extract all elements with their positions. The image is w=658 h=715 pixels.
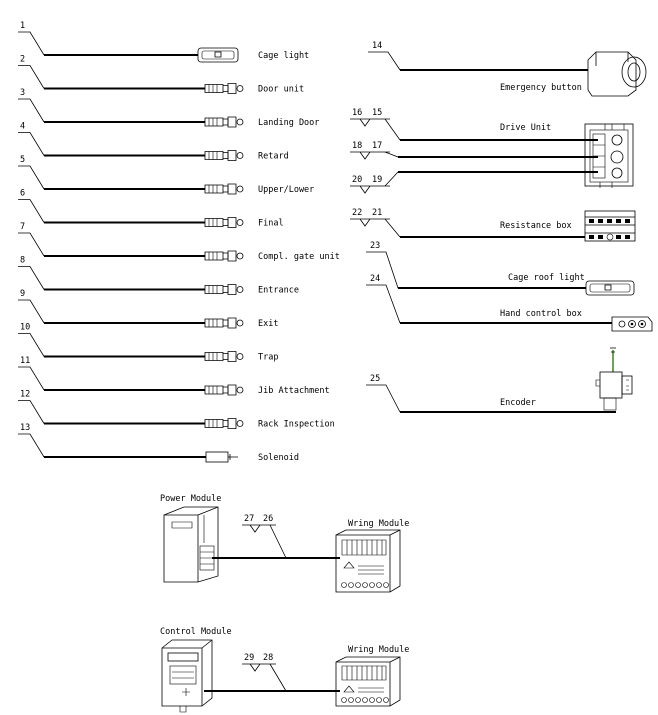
cable-label: Compl. gate unit	[258, 252, 340, 262]
cable-number: 4	[20, 122, 25, 132]
cable-resistance-box: 22 21 Resistance box	[350, 208, 636, 242]
cable-number: 11	[20, 356, 30, 366]
cable-number: 1	[20, 21, 25, 31]
cable-label: Rack Inspection	[258, 420, 335, 430]
cable-label: Retard	[258, 152, 289, 162]
cable-number: 25	[370, 374, 380, 384]
connector-plug-icon	[204, 418, 244, 429]
connector-plug-icon	[204, 317, 244, 329]
cable-number: 14	[372, 41, 382, 51]
connector-plug-icon	[204, 183, 244, 195]
cable-number: 15	[372, 108, 382, 118]
cage-roof-light-icon	[585, 280, 635, 296]
encoder-icon	[595, 347, 633, 411]
control-module-icon	[161, 639, 213, 713]
cable-label: Hand control box	[500, 309, 582, 319]
cable-label: Door unit	[258, 85, 304, 95]
connector-plug-icon	[204, 384, 244, 396]
cable-number: 28	[263, 653, 273, 663]
cable-number: 12	[20, 390, 30, 400]
module-title: Wring Module	[348, 645, 409, 655]
connector-plug-icon	[204, 150, 244, 161]
cable-number: 16	[352, 108, 362, 118]
cable-label: Jib Attachment	[258, 386, 330, 396]
cable-number: 23	[370, 241, 380, 251]
cable-number: 3	[20, 88, 25, 98]
cable-label: Emergency button	[500, 83, 582, 93]
connector-plug-icon	[204, 284, 244, 295]
wiring-module-icon	[335, 529, 401, 593]
cable-emergency-button: 14 Emergency button	[368, 41, 647, 97]
connector-plug-icon	[204, 217, 244, 228]
cable-label: Drive Unit	[500, 123, 551, 133]
emergency-button-icon	[587, 51, 647, 97]
resistance-box-icon	[584, 210, 636, 242]
cable-label: Cage roof light	[508, 273, 585, 283]
cable-number: 10	[20, 323, 30, 333]
power-module-icon	[163, 506, 219, 583]
solenoid-icon	[205, 451, 238, 463]
cable-number: 8	[20, 256, 25, 266]
cable-number: 6	[20, 189, 25, 199]
cable-number: 29	[244, 653, 254, 663]
cable-label: Cage light	[258, 51, 309, 61]
cable-label: Resistance box	[500, 221, 572, 231]
cable-number: 5	[20, 155, 25, 165]
cable-hand-control-box: 24 Hand control box	[366, 274, 653, 332]
cable-drive-unit: 16 15 18 17 20 19 Drive Unit	[350, 108, 634, 194]
cable-label: Entrance	[258, 286, 299, 296]
cable-number: 17	[372, 141, 382, 151]
cable-number: 18	[352, 141, 362, 151]
cable-label: Final	[258, 219, 284, 229]
cable-number: 13	[20, 423, 30, 433]
cable-number: 22	[352, 208, 362, 218]
cable-number: 7	[20, 222, 25, 232]
cable-label: Upper/Lower	[258, 185, 314, 195]
cable-encoder: 25 Encoder	[366, 347, 633, 413]
connector-plug-icon	[204, 250, 244, 262]
cable-number: 20	[352, 175, 362, 185]
cable-number: 19	[372, 175, 382, 185]
module-title: Wring Module	[348, 519, 409, 529]
cable-cage-roof-light: 23 Cage roof light	[366, 241, 635, 296]
connector-plug-icon	[204, 83, 244, 94]
power-module-group: Power Module 27 26 Wring Module	[160, 494, 409, 593]
cable-number: 24	[370, 274, 380, 284]
cable-number: 9	[20, 289, 25, 299]
lamp-icon	[197, 47, 239, 63]
cable-label: Trap	[258, 353, 278, 363]
cable-number: 26	[263, 514, 273, 524]
cable-label: Exit	[258, 319, 278, 329]
control-module-group: Control Module 29 28 Wring Module	[160, 627, 409, 713]
cable-number: 27	[244, 514, 254, 524]
module-title: Power Module	[160, 494, 221, 504]
cable-label: Landing Door	[258, 118, 319, 128]
cable-label: Encoder	[500, 398, 536, 408]
connector-plug-icon	[204, 116, 244, 128]
cable-number: 2	[20, 55, 25, 65]
cable-number: 21	[372, 208, 382, 218]
connector-plug-icon	[204, 351, 244, 362]
drive-unit-icon	[584, 123, 634, 188]
cable-label: Solenoid	[258, 453, 299, 463]
hand-control-box-icon	[611, 316, 653, 332]
wiring-module-icon	[335, 656, 401, 707]
module-title: Control Module	[160, 627, 232, 637]
